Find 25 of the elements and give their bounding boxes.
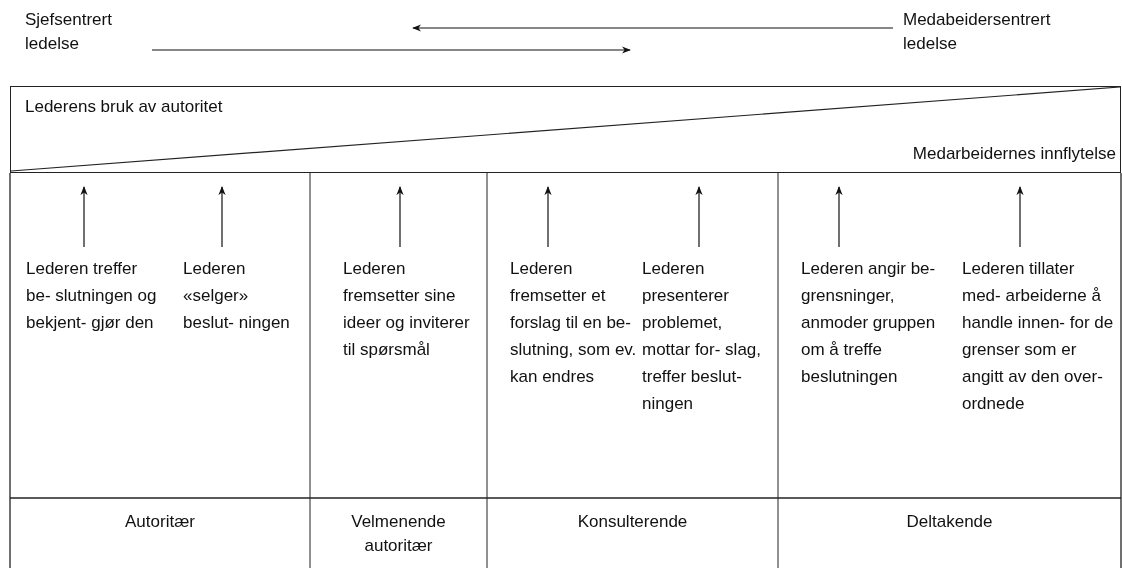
style-label: Autoritær [125,511,195,533]
style-label: Velmenende autoritær [350,511,447,557]
description-text: Lederen tillater med- arbeiderne å handle innen- for de grenser som er angitt av den over- ordnede [962,255,1117,417]
arrow [151,46,631,54]
arrow [218,186,226,248]
arrow [695,186,703,248]
band-label: Lederens bruk av autoritet [25,96,223,118]
arrow [835,186,843,248]
description-text: Lederen presenterer problemet, mottar for- slag, treffer beslut- ningen [642,255,774,417]
description-text: Lederen angir be- grensninger, anmoder gruppen om å treffe beslutningen [801,255,951,390]
description-text: Lederen fremsetter sine ideer og inviterer til spørsmål [343,255,481,363]
description-text: Lederen treffer be- slutningen og bekjent- gjør den [26,255,166,336]
band-label: Medarbeidernes innflytelse [912,142,1116,164]
arrow [1016,186,1024,248]
arrow [412,24,894,32]
endpoint-label: Medabeidersentrert ledelse [903,8,1093,56]
arrow [396,186,404,248]
authority-wedge-band [10,86,1121,173]
style-label: Konsulterende [577,511,688,533]
description-text: Lederen «selger» beslut- ningen [183,255,293,336]
arrow [544,186,552,248]
description-text: Lederen fremsetter et forslag til en be- slutning, som ev. kan endres [510,255,638,390]
arrow [80,186,88,248]
endpoint-label: Sjefsentrert ledelse [25,8,150,56]
style-label: Deltakende [906,511,993,533]
